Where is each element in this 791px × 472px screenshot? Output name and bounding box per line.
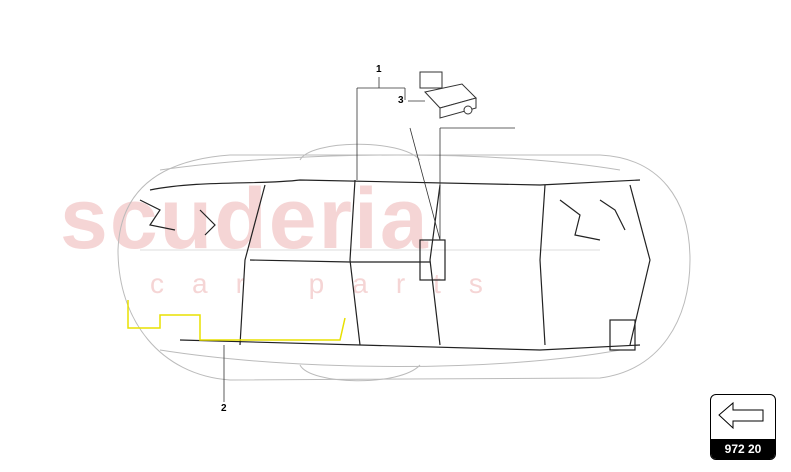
callout-2[interactable]: 2 [221, 403, 227, 414]
page-code: 972 20 [711, 439, 775, 459]
callout-1[interactable]: 1 [376, 64, 382, 75]
wiring-harness [139, 179, 651, 351]
highlighted-wire [127, 300, 346, 341]
callout-3[interactable]: 3 [398, 95, 404, 106]
control-unit-part-3 [419, 71, 477, 119]
car-body-outline [117, 143, 691, 382]
arrow-left-icon [718, 401, 764, 430]
watermark-logo: scuderia [60, 171, 430, 267]
previous-page-button[interactable]: 972 20 [710, 394, 776, 460]
leader-lines [223, 77, 515, 402]
watermark-subtitle: car parts [150, 268, 511, 299]
